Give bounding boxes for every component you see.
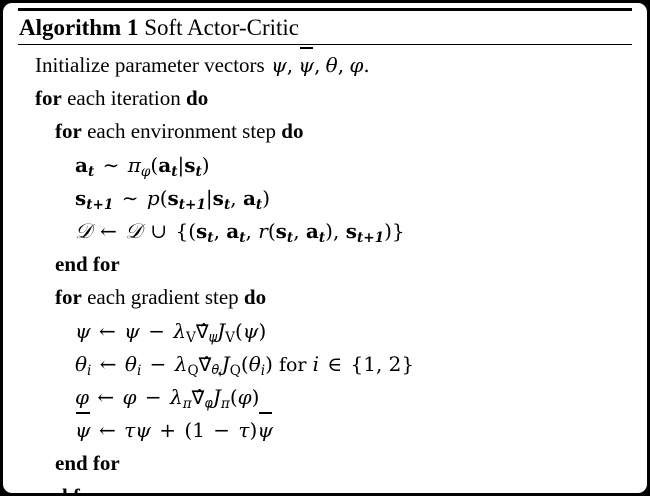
algo-line-8-text: each gradient step — [87, 285, 239, 310]
algo-line-4-math: at ∼ πφ(at|st) — [75, 152, 210, 180]
algorithm-name: Soft Actor-Critic — [144, 15, 299, 40]
algo-line-2: for each iteration do — [18, 82, 632, 115]
keyword-for: for — [55, 119, 82, 144]
algorithm-block: Algorithm 1 Soft Actor-Critic Initialize… — [18, 3, 632, 493]
keyword-do: do — [186, 86, 209, 111]
algo-line-2-text: each iteration — [67, 86, 181, 111]
algo-line-11-math: φ ← φ − λπ∇̂φJπ(φ) — [75, 384, 260, 412]
algo-line-8: for each gradient step do — [18, 281, 632, 314]
algo-line-10-for: for — [278, 353, 307, 376]
keyword-end-for: end for — [35, 484, 100, 493]
keyword-for: for — [35, 86, 62, 111]
keyword-end-for: end for — [55, 451, 120, 476]
algo-line-1: Initialize parameter vectors ψ, ψ, θ, φ. — [18, 46, 632, 82]
algo-line-1-text: Initialize parameter vectors — [35, 53, 265, 77]
keyword-for: for — [55, 285, 82, 310]
algorithm-body: Initialize parameter vectors ψ, ψ, θ, φ.… — [18, 45, 632, 493]
algo-line-9-math: ψ ← ψ − λV∇̂ψJV(ψ) — [75, 318, 267, 346]
keyword-end-for: end for — [55, 252, 120, 277]
algo-line-13: end for — [18, 447, 632, 480]
algo-line-6-math: 𝒟 ← 𝒟 ∪ {(st, at, r(st, at), st+1)} — [75, 218, 405, 246]
algo-line-12-math: ψ ← τψ + (1 − τ)ψ — [18, 412, 632, 447]
algo-line-14: end for — [18, 480, 632, 493]
algorithm-title-rule — [18, 44, 632, 45]
algo-line-3: for each environment step do — [18, 115, 632, 148]
algorithm-number-label: Algorithm 1 — [19, 15, 139, 40]
algo-line-10-math: θi ← θi − λQ∇̂θiJQ(θi) for i ∈ {1, 2} — [75, 351, 415, 380]
keyword-do: do — [243, 285, 267, 310]
algo-line-7: end for — [18, 248, 632, 281]
algorithm-title: Algorithm 1 Soft Actor-Critic — [18, 11, 632, 44]
algo-line-3-text: each environment step — [87, 119, 277, 144]
algorithm-top-rule — [18, 8, 632, 11]
page-sheet: Algorithm 1 Soft Actor-Critic Initialize… — [3, 3, 647, 493]
keyword-do: do — [281, 119, 304, 144]
algo-line-5-math: st+1 ∼ p(st+1|st, at) — [75, 185, 270, 213]
